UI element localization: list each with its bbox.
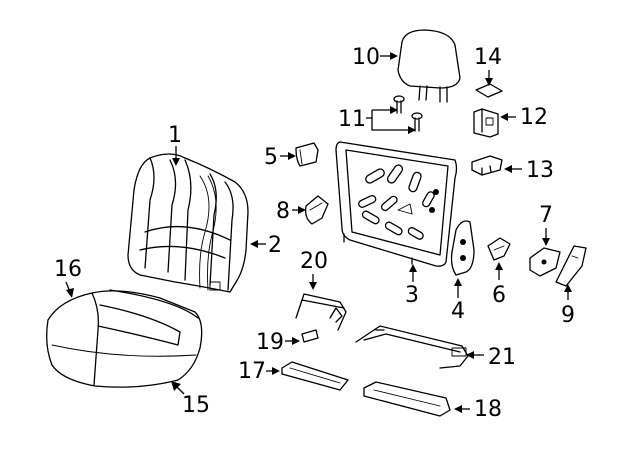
callout-label-12: 12 <box>520 105 548 130</box>
callout-19: 19 <box>256 330 300 355</box>
callout-20: 20 <box>300 249 328 290</box>
callout-label-19: 19 <box>256 330 284 355</box>
callout-11: 11 <box>338 106 416 134</box>
callout-10: 10 <box>352 45 398 70</box>
callout-label-21: 21 <box>488 345 516 370</box>
callout-label-2: 2 <box>268 233 282 258</box>
callout-4: 4 <box>451 278 465 324</box>
callout-2: 2 <box>250 233 282 258</box>
seat-cushion-cover <box>46 289 203 388</box>
callout-label-15: 15 <box>182 393 210 418</box>
callout-17: 17 <box>238 359 280 384</box>
callout-18: 18 <box>454 397 502 422</box>
outer-cover <box>555 245 587 287</box>
callout-1: 1 <box>168 123 182 166</box>
callout-label-18: 18 <box>474 397 502 422</box>
seat-rail-left <box>281 361 349 391</box>
callout-14: 14 <box>474 45 502 86</box>
callout-label-6: 6 <box>492 283 506 308</box>
callout-21: 21 <box>466 345 516 370</box>
callout-9: 9 <box>561 284 575 328</box>
callout-6: 6 <box>492 262 506 308</box>
callout-16: 16 <box>54 257 82 298</box>
hinge-cover <box>487 237 511 261</box>
callout-label-5: 5 <box>264 145 278 170</box>
clip <box>301 329 319 343</box>
release-handle <box>304 195 329 225</box>
seat-wire <box>295 293 347 331</box>
callout-label-17: 17 <box>238 359 266 384</box>
callout-label-4: 4 <box>451 299 465 324</box>
seat-frame-wire <box>355 325 469 369</box>
callout-label-14: 14 <box>474 45 502 70</box>
callout-3: 3 <box>405 264 419 308</box>
bolts <box>393 95 423 132</box>
callout-12: 12 <box>500 105 548 130</box>
callout-label-9: 9 <box>561 303 575 328</box>
callout-label-7: 7 <box>539 203 553 228</box>
callout-label-20: 20 <box>300 249 328 274</box>
callout-13: 13 <box>504 158 554 183</box>
latch-cover <box>471 155 503 176</box>
headrest <box>397 29 461 103</box>
headrest-bracket <box>473 108 499 138</box>
trim-piece <box>295 142 319 167</box>
callout-label-16: 16 <box>54 257 82 282</box>
seat-back-cover <box>127 153 249 293</box>
callout-label-10: 10 <box>352 45 380 70</box>
callout-label-3: 3 <box>405 283 419 308</box>
callout-8: 8 <box>276 199 306 224</box>
callout-label-11: 11 <box>338 107 366 132</box>
guide-plate <box>475 83 503 98</box>
seat-back-frame <box>335 141 458 267</box>
seat-rail-right <box>363 381 451 417</box>
callout-label-1: 1 <box>168 123 182 148</box>
callout-15: 15 <box>171 381 210 418</box>
callout-label-13: 13 <box>526 158 554 183</box>
side-bracket <box>450 220 475 276</box>
callout-7: 7 <box>539 203 553 246</box>
callout-5: 5 <box>264 145 296 170</box>
callout-label-8: 8 <box>276 199 290 224</box>
hinge-bracket <box>529 247 561 277</box>
